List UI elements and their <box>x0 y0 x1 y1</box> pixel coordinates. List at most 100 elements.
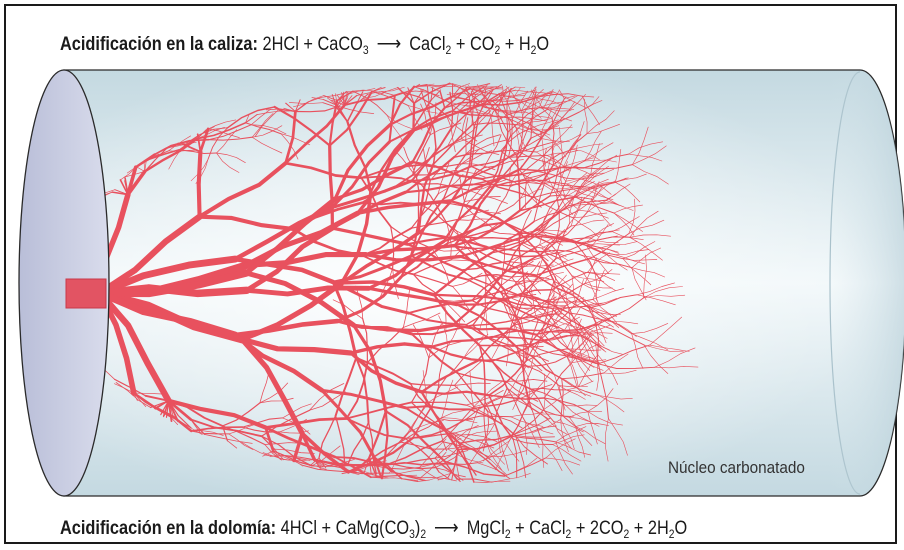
product-co2: CO <box>469 34 495 55</box>
wormhole-branch <box>586 193 617 213</box>
wormhole-branch <box>411 160 483 180</box>
wormhole-branch <box>534 257 591 277</box>
limestone-equation-label: Acidificación en la caliza: <box>60 34 258 55</box>
wormhole-branch <box>434 450 469 459</box>
wormhole-branch <box>133 392 147 407</box>
wormhole-branch <box>103 189 116 194</box>
wormhole-branch <box>566 355 578 386</box>
wormhole-branch <box>519 196 577 212</box>
cylinder-right-shade <box>830 72 904 494</box>
wormhole-branch <box>458 235 526 258</box>
wormhole-branch <box>516 155 521 212</box>
wormhole-branch <box>571 275 601 291</box>
wormhole-branch <box>371 464 420 470</box>
wormhole-branch <box>196 149 203 219</box>
wormhole-branch <box>482 411 490 452</box>
wormhole-branch <box>649 344 690 352</box>
wormhole-branch <box>583 255 614 265</box>
wormhole-branch <box>345 401 413 420</box>
wormhole-branch <box>441 417 478 424</box>
wormhole-branch <box>585 244 620 254</box>
wormhole-branch <box>333 122 392 201</box>
wormhole-branch <box>564 290 598 306</box>
wormhole-branch <box>578 186 603 211</box>
wormhole-branch <box>352 323 388 413</box>
wormhole-branch <box>533 187 579 198</box>
wormhole-branch <box>597 323 645 346</box>
wormhole-branch <box>280 133 311 146</box>
wormhole-branch <box>545 165 578 180</box>
wormhole-network <box>96 82 699 483</box>
wormhole-branch <box>575 426 586 458</box>
wormhole-branch <box>543 88 554 108</box>
wormhole-branch <box>472 241 520 250</box>
wormhole-branch <box>480 170 538 180</box>
wormhole-branch <box>232 332 325 393</box>
wormhole-branch <box>264 442 302 445</box>
wormhole-branch <box>133 392 171 418</box>
wormhole-branch <box>197 214 296 232</box>
wormhole-branch <box>289 102 324 104</box>
wormhole-branch <box>284 161 363 180</box>
wormhole-branch <box>513 299 548 326</box>
wormhole-branch <box>554 313 584 328</box>
wormhole-branch <box>434 457 464 481</box>
wormhole-branch <box>571 332 592 364</box>
wormhole-branch <box>586 123 620 134</box>
wormhole-branch <box>457 372 507 383</box>
wormhole-branch <box>540 225 572 257</box>
wormhole-branch <box>556 161 568 196</box>
wormhole-branch <box>558 385 588 388</box>
wormhole-branch <box>515 435 548 465</box>
wormhole-branch <box>308 92 349 103</box>
wormhole-branch <box>504 222 544 273</box>
wormhole-branch <box>503 288 553 303</box>
wormhole-branch <box>628 219 665 234</box>
wormhole-branch <box>340 230 421 285</box>
wormhole-branch <box>553 276 557 307</box>
wormhole-branch <box>503 89 537 97</box>
wormhole-branch <box>465 139 507 155</box>
wormhole-branch <box>410 127 453 182</box>
wormhole-branch <box>588 237 619 243</box>
wormhole-branch <box>521 292 571 314</box>
wormhole-branch <box>565 405 591 423</box>
wormhole-branch <box>594 272 617 292</box>
wormhole-branch <box>582 271 600 306</box>
wormhole-branch <box>458 255 537 277</box>
wormhole-branch <box>552 444 582 462</box>
wormhole-branch <box>181 143 202 153</box>
wormhole-branch <box>605 418 609 462</box>
wormhole-branch <box>260 409 311 437</box>
wormhole-branch <box>501 106 545 112</box>
wormhole-branch <box>574 242 596 274</box>
wormhole-branch <box>566 171 597 185</box>
wormhole-branch <box>440 406 475 442</box>
wormhole-branch <box>500 438 509 471</box>
wormhole-branch <box>368 410 387 459</box>
wormhole-branch <box>114 383 135 394</box>
wormhole-branch <box>177 141 189 144</box>
wormhole-branch <box>643 254 647 299</box>
wormhole-branch <box>228 433 254 450</box>
wormhole-branch <box>598 395 633 400</box>
wormhole-branch <box>256 110 290 115</box>
wormhole-branch <box>513 87 521 98</box>
wormhole-branch <box>541 159 557 196</box>
wormhole-branch <box>239 336 354 356</box>
wormhole-branch <box>468 399 518 411</box>
wormhole-branch <box>527 355 569 367</box>
wormhole-branch <box>495 197 522 214</box>
wormhole-branch <box>168 400 174 417</box>
wormhole-branch <box>133 392 166 395</box>
wormhole-branch <box>338 106 375 114</box>
wormhole-branch <box>512 350 543 372</box>
wormhole-branch <box>540 307 574 332</box>
wormhole-branch <box>453 384 478 410</box>
subscript: 3 <box>409 527 415 541</box>
wormhole-branch <box>475 86 497 95</box>
wormhole-branch <box>473 393 511 408</box>
wormhole-branch <box>553 133 588 166</box>
wormhole-branch <box>438 418 473 422</box>
wormhole-branch <box>517 124 551 136</box>
